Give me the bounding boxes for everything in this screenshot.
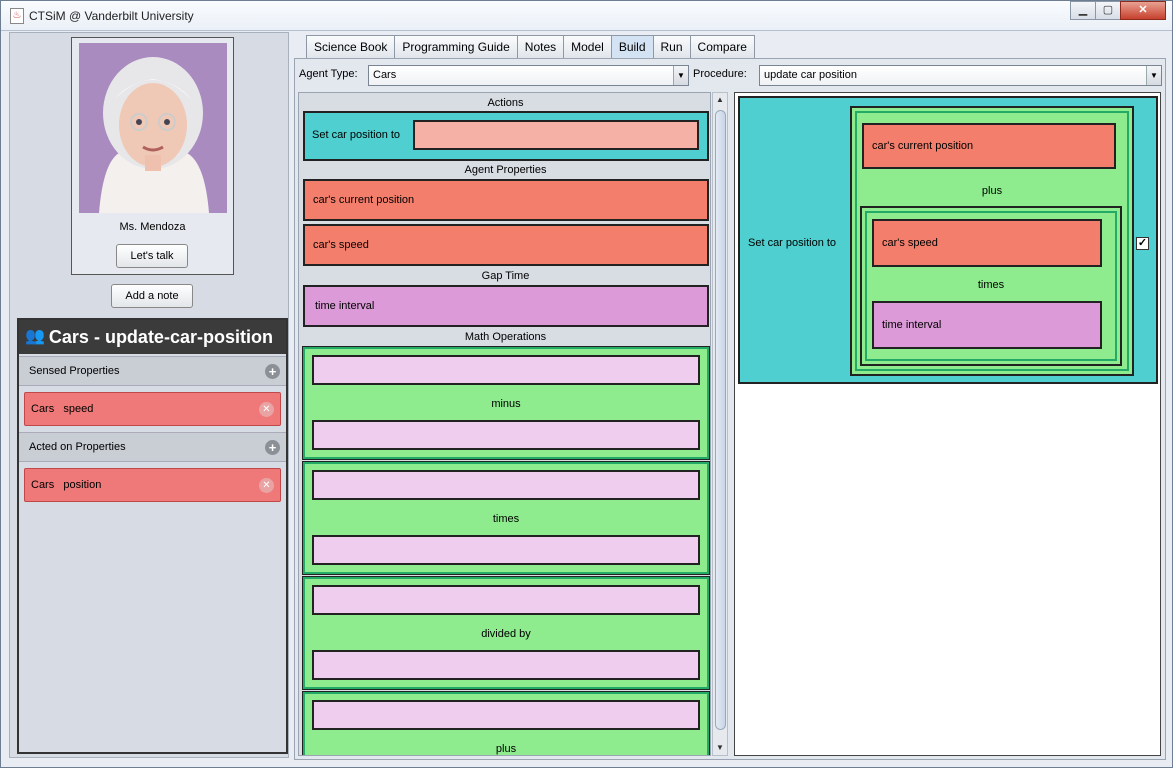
teacher-avatar bbox=[79, 43, 227, 213]
operand-slot bbox=[312, 420, 700, 450]
plus-expression[interactable]: car's current position plus car's speed … bbox=[850, 106, 1134, 376]
close-button[interactable]: ✕ bbox=[1120, 1, 1166, 20]
operand-slot bbox=[312, 470, 700, 500]
program-canvas[interactable]: Set car position to car's current positi… bbox=[734, 92, 1161, 756]
minimize-button[interactable]: ▁ bbox=[1070, 1, 1096, 20]
plus-block[interactable]: plus bbox=[302, 691, 710, 755]
lets-talk-button[interactable]: Let's talk bbox=[116, 244, 188, 268]
acted-property-item[interactable]: Cars position ✕ bbox=[24, 468, 281, 502]
agent-type-label: Agent Type: bbox=[299, 68, 358, 80]
op-label: divided by bbox=[481, 628, 531, 640]
times-expression[interactable]: car's speed times time interval bbox=[860, 206, 1122, 366]
time-interval-block[interactable]: time interval bbox=[303, 285, 709, 327]
procedure-header: 👥 Cars - update-car-position bbox=[19, 320, 286, 354]
divided-by-block[interactable]: divided by bbox=[302, 576, 710, 690]
tab-notes[interactable]: Notes bbox=[516, 35, 565, 58]
scroll-thumb[interactable] bbox=[715, 110, 726, 730]
sensed-properties-header: Sensed Properties + bbox=[19, 356, 286, 386]
op-label: times bbox=[492, 513, 520, 525]
minus-block[interactable]: minus bbox=[302, 346, 710, 460]
procedure-title: Cars - update-car-position bbox=[48, 327, 273, 347]
procedure-select[interactable]: update car position ▼ bbox=[759, 65, 1162, 86]
sensed-property-item[interactable]: Cars speed ✕ bbox=[24, 392, 281, 426]
scroll-down-icon[interactable]: ▼ bbox=[716, 743, 724, 752]
set-position-block[interactable]: Set car position to bbox=[303, 111, 709, 161]
canvas-set-label: Set car position to bbox=[748, 237, 837, 249]
times-expression-body: car's speed times time interval bbox=[865, 211, 1117, 361]
title-bar: ♨ CTSiM @ Vanderbilt University ▁ ▢ ✕ bbox=[1, 1, 1172, 31]
add-sensed-icon[interactable]: + bbox=[265, 364, 280, 379]
canvas-time-interval[interactable]: time interval bbox=[872, 301, 1102, 349]
set-block-label: Set car position to bbox=[312, 129, 401, 141]
op-label: minus bbox=[491, 398, 521, 410]
agent-type-select[interactable]: Cars ▼ bbox=[368, 65, 689, 86]
acted-property-label: Cars position bbox=[31, 479, 102, 491]
actions-header: Actions bbox=[487, 97, 524, 109]
canvas-speed[interactable]: car's speed bbox=[872, 219, 1102, 267]
operand-slot bbox=[312, 650, 700, 680]
plus-expression-body: car's current position plus car's speed … bbox=[855, 111, 1129, 371]
acted-properties-label: Acted on Properties bbox=[29, 441, 126, 453]
math-operations-header: Math Operations bbox=[464, 331, 547, 343]
canvas-set-block[interactable]: Set car position to car's current positi… bbox=[738, 96, 1158, 384]
acted-properties-header: Acted on Properties + bbox=[19, 432, 286, 462]
tab-run[interactable]: Run bbox=[652, 35, 691, 58]
tab-programming-guide[interactable]: Programming Guide bbox=[394, 35, 518, 58]
people-icon: 👥 bbox=[25, 328, 45, 345]
java-app-icon: ♨ bbox=[10, 8, 24, 24]
gap-time-header: Gap Time bbox=[481, 270, 530, 282]
sensed-properties-label: Sensed Properties bbox=[29, 365, 120, 377]
speed-block[interactable]: car's speed bbox=[303, 224, 709, 266]
canvas-plus-label: plus bbox=[981, 185, 1003, 197]
chevron-down-icon: ▼ bbox=[673, 66, 688, 85]
operand-slot bbox=[312, 535, 700, 565]
agent-properties-header: Agent Properties bbox=[464, 164, 547, 176]
tab-science-book[interactable]: Science Book bbox=[306, 35, 396, 58]
current-position-block[interactable]: car's current position bbox=[303, 179, 709, 221]
operand-slot bbox=[312, 355, 700, 385]
block-palette: Actions Set car position to Agent Proper… bbox=[298, 92, 711, 756]
chevron-down-icon: ▼ bbox=[1146, 66, 1161, 85]
procedure-label: Procedure: bbox=[693, 68, 747, 80]
tab-model[interactable]: Model bbox=[563, 35, 612, 58]
op-label: plus bbox=[495, 743, 517, 755]
left-panel: Ms. Mendoza Let's talk Add a note 👥 Cars… bbox=[9, 32, 289, 758]
operand-slot bbox=[312, 585, 700, 615]
times-block[interactable]: times bbox=[302, 461, 710, 575]
canvas-times-label: times bbox=[977, 279, 1005, 291]
tab-compare[interactable]: Compare bbox=[689, 35, 755, 58]
remove-icon[interactable]: ✕ bbox=[259, 402, 274, 417]
remove-icon[interactable]: ✕ bbox=[259, 478, 274, 493]
teacher-name: Ms. Mendoza bbox=[119, 221, 186, 233]
canvas-current-position[interactable]: car's current position bbox=[862, 123, 1116, 169]
procedure-value: update car position bbox=[764, 69, 857, 81]
enabled-checkbox[interactable]: ✓ bbox=[1136, 237, 1149, 250]
teacher-card: Ms. Mendoza Let's talk bbox=[71, 37, 234, 275]
add-note-button[interactable]: Add a note bbox=[111, 284, 193, 308]
maximize-button[interactable]: ▢ bbox=[1095, 1, 1121, 20]
window-title: CTSiM @ Vanderbilt University bbox=[29, 9, 194, 23]
agent-type-value: Cars bbox=[373, 69, 397, 81]
procedure-panel: 👥 Cars - update-car-position Sensed Prop… bbox=[17, 318, 288, 754]
sensed-property-label: Cars speed bbox=[31, 403, 94, 415]
tab-bar: Science Book Programming Guide Notes Mod… bbox=[306, 35, 755, 58]
operand-slot bbox=[312, 700, 700, 730]
scroll-up-icon[interactable]: ▲ bbox=[716, 95, 724, 104]
tab-build[interactable]: Build bbox=[610, 35, 654, 58]
value-slot bbox=[413, 120, 699, 150]
palette-scrollbar[interactable]: ▲ ▼ bbox=[712, 92, 728, 756]
add-acted-icon[interactable]: + bbox=[265, 440, 280, 455]
